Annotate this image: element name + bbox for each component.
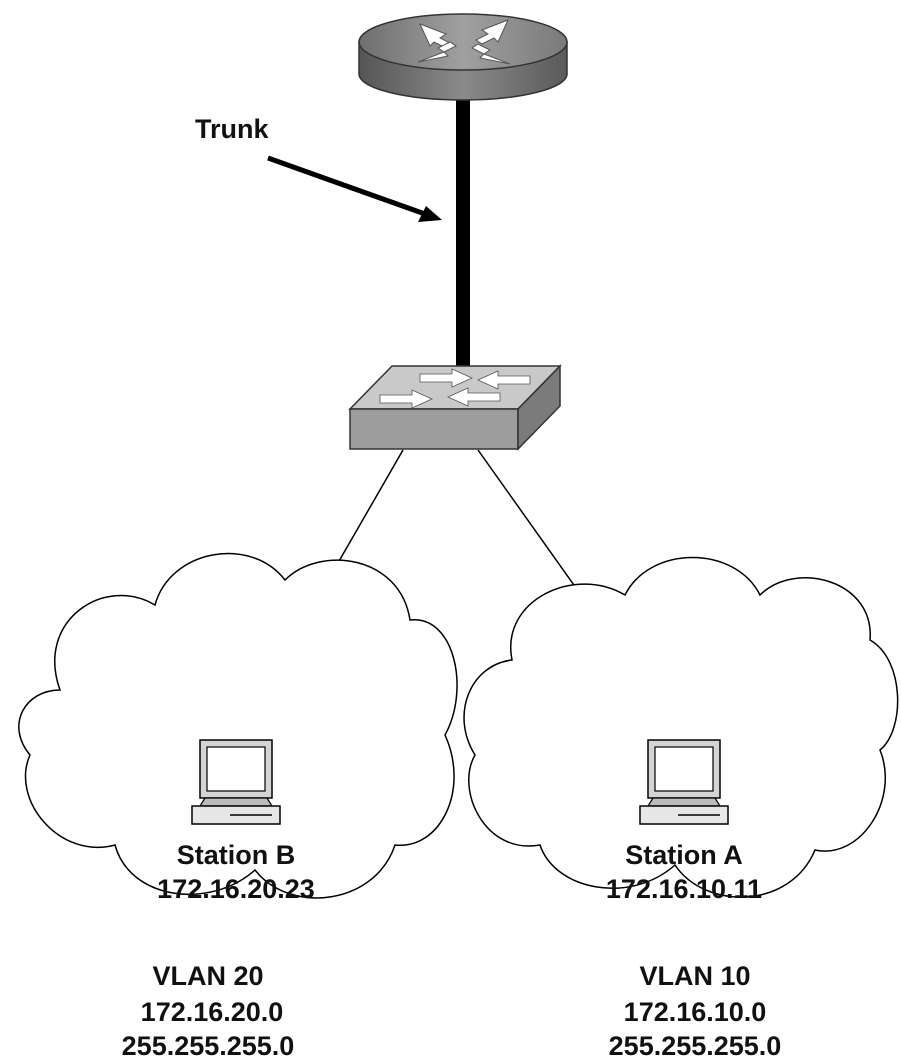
- station-b-ip: 172.16.20.23: [157, 874, 315, 904]
- vlan-10-network: 172.16.10.0: [624, 997, 767, 1027]
- vlan-10-name: VLAN 10: [639, 961, 750, 991]
- computer-icon: [639, 739, 729, 825]
- station-a-name: Station A: [625, 840, 743, 870]
- computer-icon: [191, 739, 281, 825]
- trunk-pointer-arrow: [267, 155, 442, 222]
- trunk-label: Trunk: [195, 114, 269, 144]
- vlan-20-network: 172.16.20.0: [141, 997, 284, 1027]
- vlan-20-name: VLAN 20: [152, 961, 263, 991]
- vlan-10-cloud: [463, 556, 899, 898]
- vlan-10-mask: 255.255.255.0: [609, 1031, 782, 1061]
- router-icon: [358, 13, 568, 101]
- station-b-name: Station B: [177, 840, 296, 870]
- switch-icon: [348, 364, 562, 451]
- vlan-20-mask: 255.255.255.0: [122, 1031, 295, 1061]
- station-a-ip: 172.16.10.11: [606, 874, 762, 904]
- vlan-20-cloud: [18, 552, 458, 899]
